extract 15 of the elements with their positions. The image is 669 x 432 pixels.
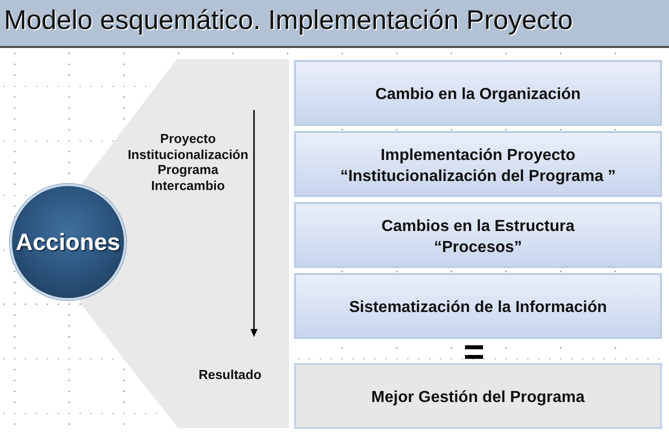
title: Modelo esquemático. Implementación Proyecto xyxy=(4,4,573,36)
equals-sign: = xyxy=(463,337,485,367)
step-label: Mejor Gestión del Programa xyxy=(371,388,585,408)
step-label: Implementación Proyecto “Institucionalización del Programa ” xyxy=(339,146,617,186)
step-box xyxy=(294,202,662,268)
step-label: Sistematización de la Información xyxy=(349,298,607,318)
result-box xyxy=(294,363,662,429)
step-label: Cambios en la Estructura “Procesos” xyxy=(380,216,576,258)
project-name: Proyecto Institucionalización Programa Intercambio xyxy=(128,131,248,194)
step-box xyxy=(294,273,662,339)
step-box xyxy=(294,131,662,197)
result-label: Resultado xyxy=(198,367,262,383)
circle-label: Acciones xyxy=(16,228,120,256)
step-label: Cambio en la Organización xyxy=(375,85,581,105)
step-box xyxy=(294,60,662,126)
